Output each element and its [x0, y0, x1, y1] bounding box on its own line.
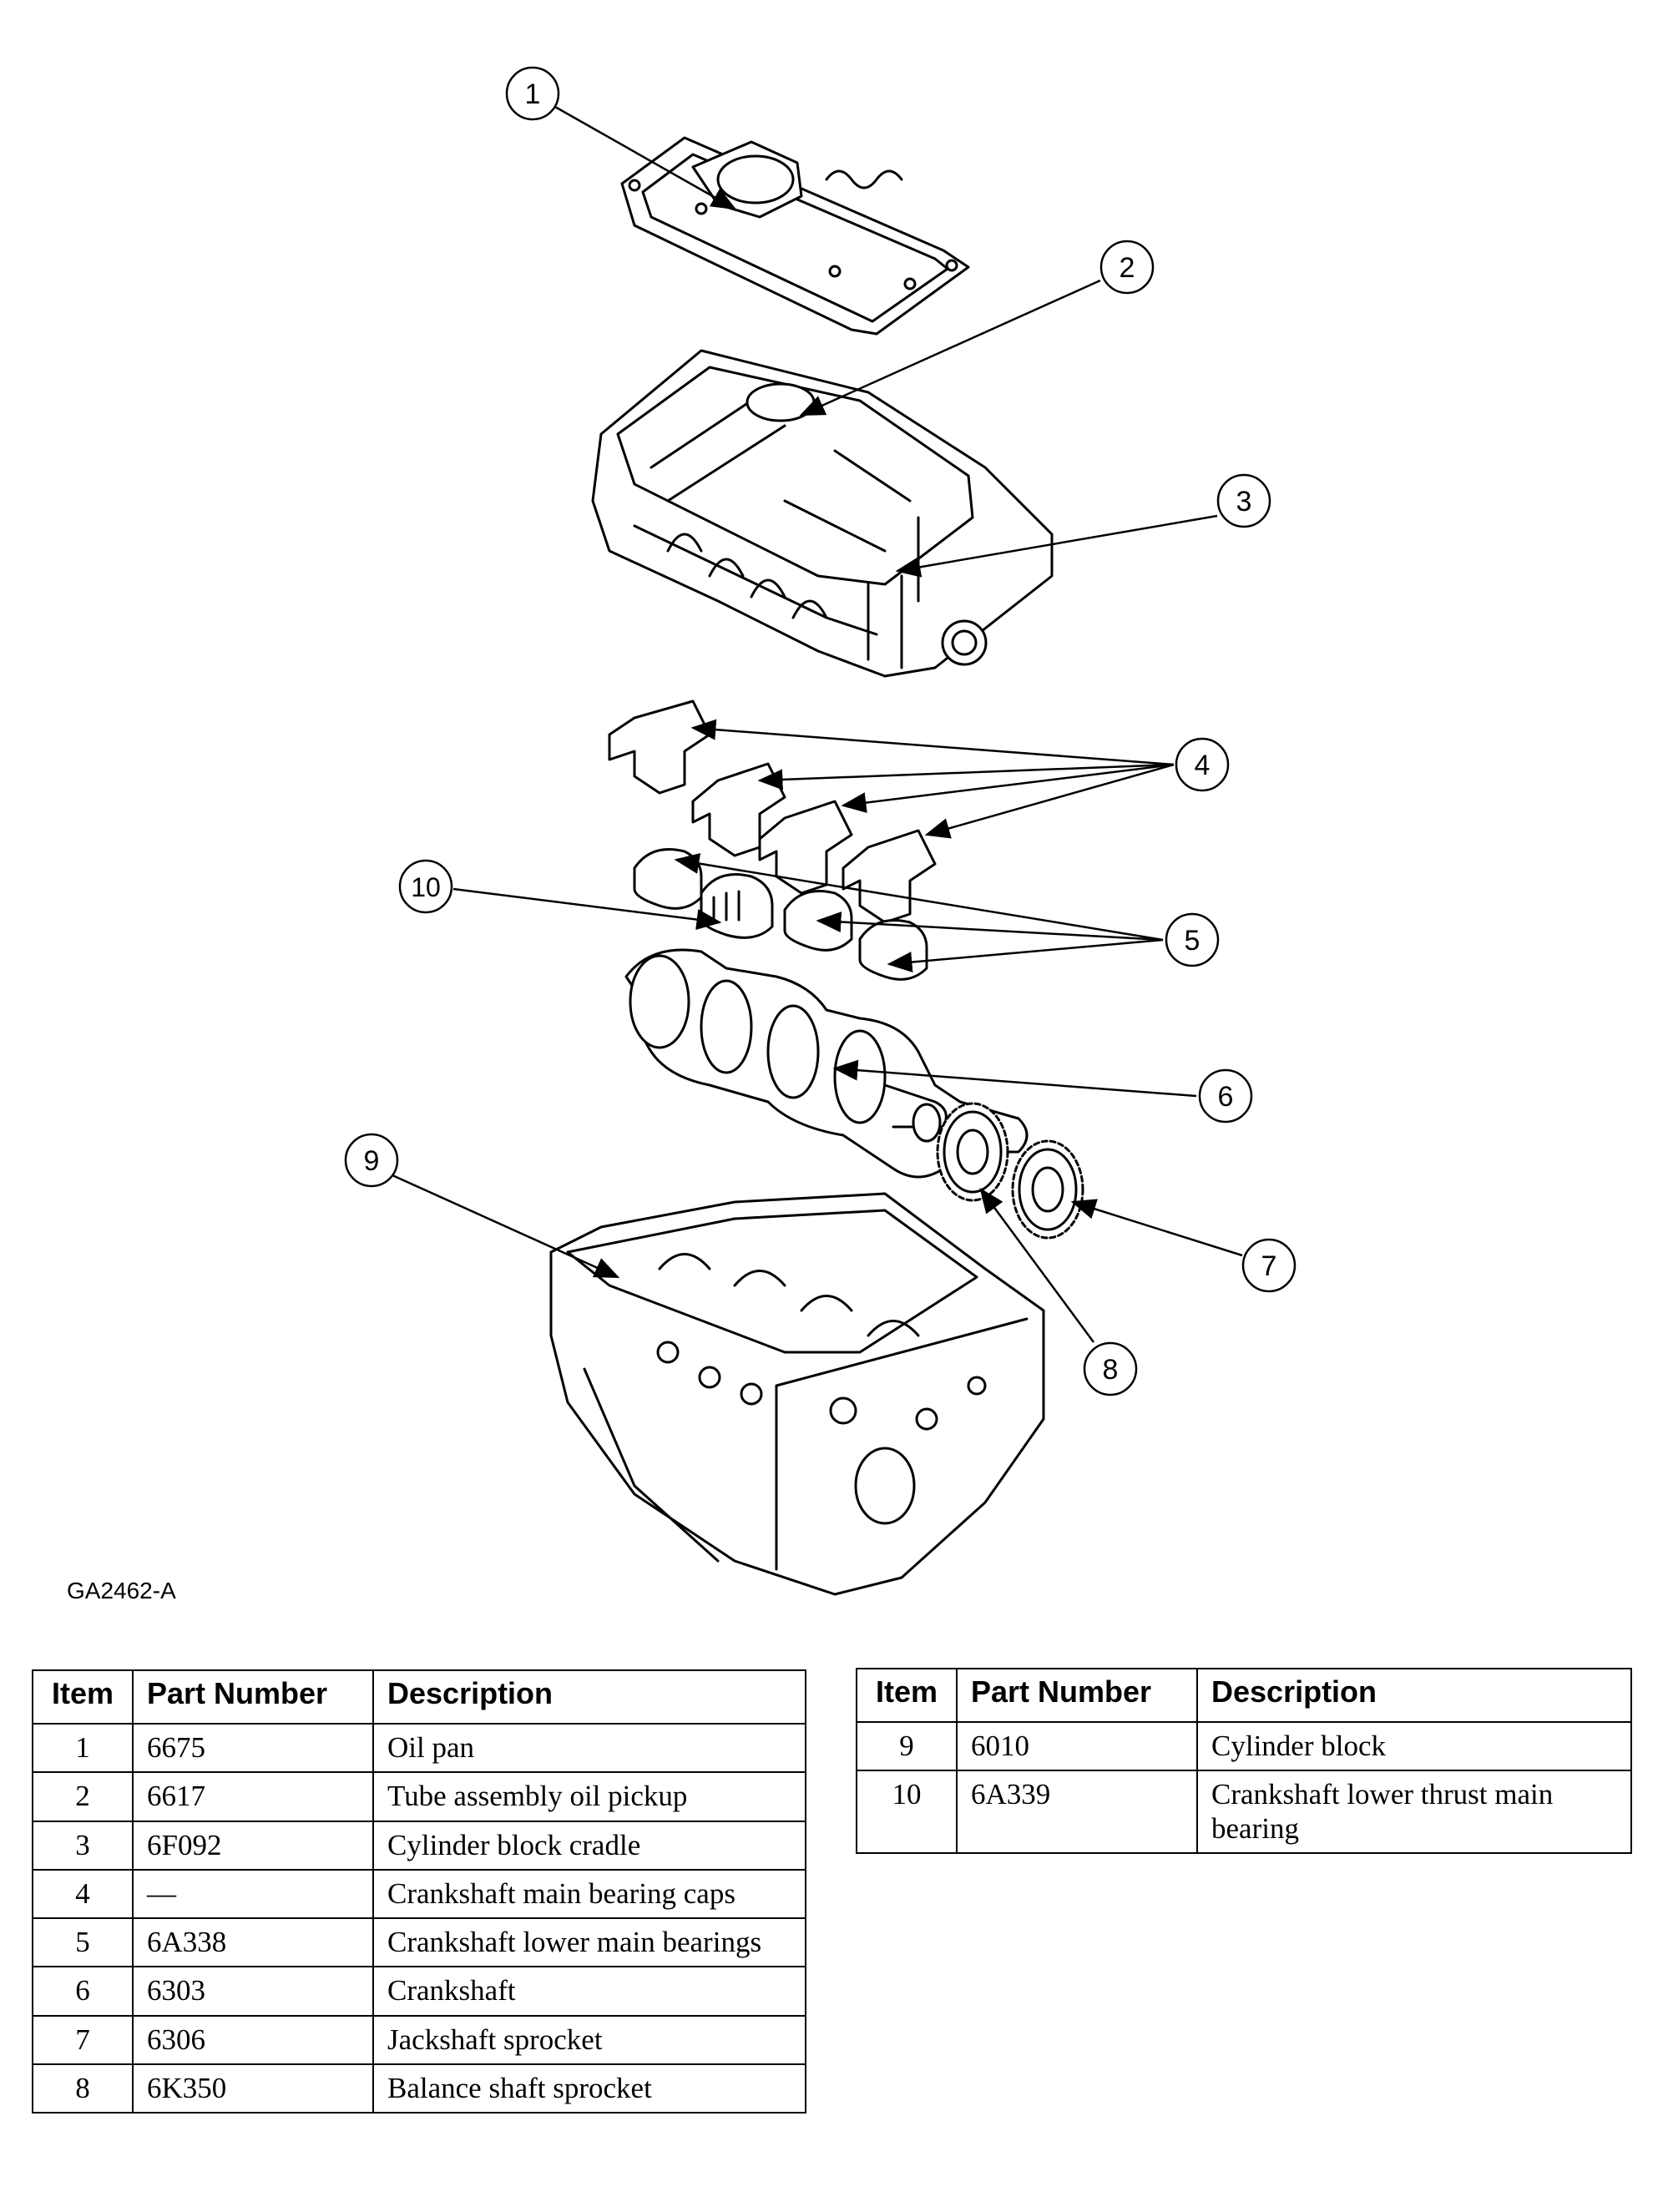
- callout-2: 2: [1099, 240, 1155, 295]
- svg-text:6: 6: [1218, 1081, 1234, 1113]
- description-cell: Cylinder block: [1196, 1720, 1632, 1772]
- jackshaft-sprocket-drawing: [1011, 1139, 1084, 1240]
- description-cell: Crankshaft: [372, 1966, 806, 2017]
- header-item: Item: [32, 1669, 134, 1725]
- leader-arrow: [554, 105, 737, 210]
- header-item: Item: [856, 1668, 958, 1723]
- callout-5: 5: [1165, 912, 1220, 967]
- table-row: 1 6675 Oil pan: [32, 1722, 806, 1774]
- description-cell: Crankshaft main bearing caps: [372, 1868, 806, 1920]
- leader-arrow: [757, 763, 1175, 790]
- header-description: Description: [372, 1669, 806, 1725]
- item-cell: 5: [32, 1917, 134, 1968]
- description-cell: Balance shaft sprocket: [372, 2063, 806, 2114]
- crankshaft-drawing: [624, 948, 1029, 1179]
- callout-3: 3: [1216, 473, 1271, 528]
- table-row: 9 6010 Cylinder block: [856, 1720, 1632, 1772]
- leader-arrow: [887, 938, 1164, 973]
- part-number-cell: 6303: [132, 1966, 374, 2017]
- item-cell: 2: [32, 1771, 134, 1822]
- balance-shaft-sprocket-drawing: [936, 1102, 1009, 1202]
- description-cell: Crankshaft lower thrust main bearing: [1196, 1770, 1632, 1854]
- table-row: 4 — Crankshaft main bearing caps: [32, 1868, 806, 1920]
- item-cell: 3: [32, 1820, 134, 1871]
- leader-arrow: [895, 514, 1218, 578]
- leader-arrow: [690, 719, 1175, 766]
- description-cell: Tube assembly oil pickup: [372, 1771, 806, 1822]
- item-cell: 8: [32, 2063, 134, 2114]
- header-part-number: Part Number: [956, 1668, 1198, 1723]
- callout-9: 9: [344, 1133, 399, 1188]
- table-row: 3 6F092 Cylinder block cradle: [32, 1820, 806, 1871]
- exploded-view-diagram: 1 2 3 4 5 6 7 8 9 10: [344, 66, 1296, 1596]
- table-row: 6 6303 Crankshaft: [32, 1966, 806, 2017]
- table-row: 5 6A338 Crankshaft lower main bearings: [32, 1917, 806, 1968]
- table-row: 10 6A339 Crankshaft lower thrust main be…: [856, 1770, 1632, 1854]
- callout-10: 10: [398, 859, 453, 914]
- cylinder-block-cradle-drawing: [591, 349, 1054, 678]
- item-cell: 10: [856, 1770, 958, 1854]
- parts-table-right: Item Part Number Description 9 6010 Cyli…: [856, 1668, 1632, 1854]
- leader-arrow: [674, 853, 1164, 942]
- part-number-cell: 6306: [132, 2014, 374, 2065]
- svg-text:10: 10: [411, 872, 441, 902]
- table-row: 2 6617 Tube assembly oil pickup: [32, 1771, 806, 1822]
- table-header-row: Item Part Number Description: [32, 1669, 806, 1725]
- oil-pan-drawing: [620, 136, 970, 336]
- table-row: 7 6306 Jackshaft sprocket: [32, 2014, 806, 2065]
- header-part-number: Part Number: [132, 1669, 374, 1725]
- item-cell: 4: [32, 1868, 134, 1920]
- leader-arrow: [799, 279, 1101, 417]
- figure-id: GA2462-A: [67, 1578, 176, 1603]
- cylinder-block-drawing: [549, 1192, 1045, 1596]
- leader-arrow: [924, 763, 1175, 839]
- description-cell: Jackshaft sprocket: [372, 2014, 806, 2065]
- leader-arrow: [832, 1059, 1197, 1098]
- part-number-cell: 6010: [956, 1720, 1198, 1772]
- description-cell: Crankshaft lower main bearings: [372, 1917, 806, 1968]
- item-cell: 7: [32, 2014, 134, 2065]
- svg-text:7: 7: [1261, 1250, 1277, 1282]
- part-number-cell: 6F092: [132, 1820, 374, 1871]
- leader-arrow: [841, 763, 1175, 814]
- leader-arrow: [816, 912, 1164, 942]
- part-number-cell: 6675: [132, 1722, 374, 1774]
- part-number-cell: 6A339: [956, 1770, 1198, 1854]
- item-cell: 6: [32, 1966, 134, 2017]
- main-bearing-caps-drawing: [608, 699, 937, 924]
- table-header-row: Item Part Number Description: [856, 1668, 1632, 1723]
- callout-8: 8: [1083, 1341, 1138, 1396]
- item-cell: 9: [856, 1720, 958, 1772]
- part-number-cell: 6617: [132, 1771, 374, 1822]
- svg-text:2: 2: [1120, 252, 1135, 284]
- table-row: 8 6K350 Balance shaft sprocket: [32, 2063, 806, 2114]
- leader-arrow: [1070, 1199, 1243, 1257]
- svg-text:9: 9: [364, 1145, 380, 1177]
- svg-text:1: 1: [525, 78, 541, 110]
- description-cell: Oil pan: [372, 1722, 806, 1774]
- part-number-cell: 6A338: [132, 1917, 374, 1968]
- description-cell: Cylinder block cradle: [372, 1820, 806, 1871]
- callout-1: 1: [505, 66, 560, 121]
- leader-arrow: [452, 887, 722, 930]
- svg-text:5: 5: [1185, 925, 1200, 957]
- callout-4: 4: [1175, 737, 1230, 792]
- callout-7: 7: [1241, 1238, 1296, 1293]
- part-number-cell: 6K350: [132, 2063, 374, 2114]
- callout-6: 6: [1198, 1068, 1253, 1124]
- svg-text:8: 8: [1103, 1354, 1119, 1386]
- svg-text:4: 4: [1195, 750, 1211, 781]
- part-number-cell: —: [132, 1868, 374, 1920]
- header-description: Description: [1196, 1668, 1632, 1723]
- leader-arrow: [979, 1187, 1095, 1343]
- svg-text:3: 3: [1236, 486, 1252, 518]
- item-cell: 1: [32, 1722, 134, 1774]
- leader-arrow: [392, 1174, 620, 1279]
- parts-table-left: Item Part Number Description 1 6675 Oil …: [32, 1669, 806, 2114]
